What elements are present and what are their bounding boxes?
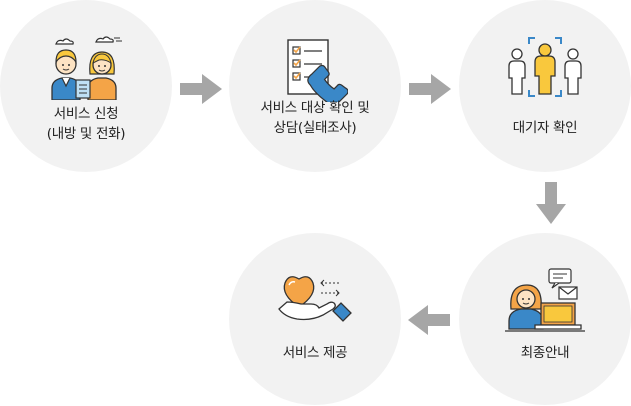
heart-hand-icon [278,276,352,322]
step-service-application: 서비스 신청 (내방 및 전화) [0,0,172,172]
arrow-right-icon [409,74,451,104]
step-label: 최종안내 [459,343,631,363]
step-waitlist-check: 대기자 확인 [459,0,631,172]
step-label-line1: 서비스 신청 [53,106,119,122]
step-label: 서비스 제공 [229,343,401,363]
step-service-provision: 서비스 제공 [229,233,401,405]
step-label-line2: 상담(실태조사) [273,120,357,136]
arrow-down-icon [536,182,566,224]
waiting-people-icon [508,37,582,97]
step-label-line2: (내방 및 전화) [46,126,126,142]
counselor-icon [505,268,585,332]
step-label-line1: 서비스 제공 [282,345,348,361]
step-label-line1: 서비스 대상 확인 및 [260,100,370,116]
step-label-line1: 대기자 확인 [512,120,578,136]
step-label: 서비스 신청 (내방 및 전화) [0,104,172,144]
users-icon [51,36,122,100]
step-eligibility-check: 서비스 대상 확인 및 상담(실태조사) [229,0,401,172]
checklist-phone-icon [287,39,348,102]
step-label-line1: 최종안내 [520,345,570,361]
step-final-notice: 최종안내 [459,233,631,405]
step-label: 대기자 확인 [459,118,631,138]
arrow-right-icon [180,74,222,104]
step-label: 서비스 대상 확인 및 상담(실태조사) [229,98,401,138]
arrow-left-icon [408,305,450,335]
